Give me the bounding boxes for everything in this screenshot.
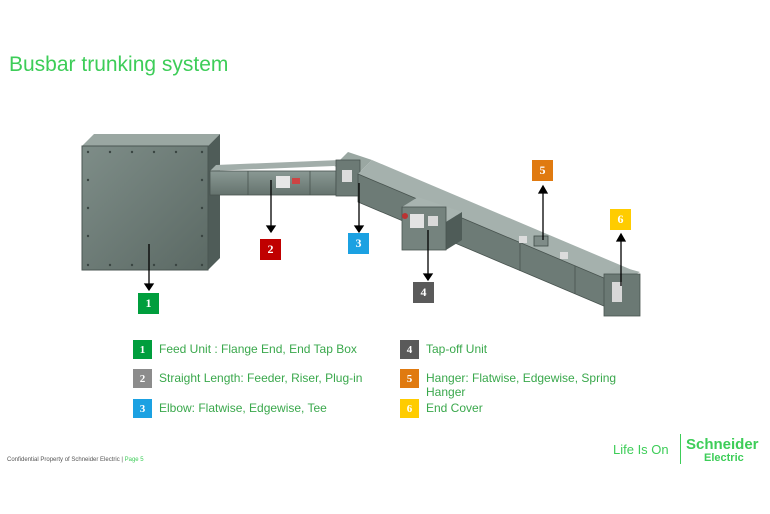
legend-1-label: Feed Unit : Flange End, End Tap Box — [159, 342, 357, 356]
feed-unit — [81, 134, 220, 271]
callout-4-badge: 4 — [413, 282, 434, 303]
life-is-on-tagline: Life Is On — [613, 442, 669, 457]
legend-4-swatch: 4 — [400, 340, 419, 359]
legend-item-4: 4 Tap-off Unit — [400, 340, 640, 359]
legend-item-2: 2 Straight Length: Feeder, Riser, Plug-i… — [133, 369, 383, 388]
callout-3-badge: 3 — [348, 233, 369, 254]
legend-1-swatch: 1 — [133, 340, 152, 359]
legend-item-6: 6 End Cover — [400, 399, 640, 418]
legend-3-label: Elbow: Flatwise, Edgewise, Tee — [159, 401, 327, 415]
callout-6-badge: 6 — [610, 209, 631, 230]
legend-4-label: Tap-off Unit — [426, 342, 488, 356]
legend-5-swatch: 5 — [400, 369, 419, 388]
callout-5-badge: 5 — [532, 160, 553, 181]
slide-title: Busbar trunking system — [9, 53, 229, 76]
legend-2-swatch: 2 — [133, 369, 152, 388]
legend-2-label: Straight Length: Feeder, Riser, Plug-in — [159, 371, 363, 385]
legend-5-label: Hanger: Flatwise, Edgewise, Spring Hange… — [426, 371, 617, 399]
legend-item-3: 3 Elbow: Flatwise, Edgewise, Tee — [133, 399, 383, 418]
confidential-text: Confidential Property of Schneider Elect… — [7, 457, 125, 463]
straight-length-1 — [209, 160, 340, 196]
elbow — [334, 152, 372, 197]
callout-2-badge: 2 — [260, 239, 281, 260]
tap-off-unit — [401, 197, 462, 251]
brand-sub: Electric — [704, 452, 744, 464]
end-cover — [603, 266, 641, 317]
legend-item-5: 5 Hanger: Flatwise, Edgewise, Spring Han… — [400, 369, 640, 399]
callout-1-badge: 1 — [138, 293, 159, 314]
schneider-logo-icon: Schneider Electric — [686, 436, 759, 464]
legend-6-label: End Cover — [426, 401, 483, 415]
footer-note: Confidential Property of Schneider Elect… — [7, 457, 144, 463]
brand-divider — [680, 434, 681, 464]
legend-6-swatch: 6 — [400, 399, 419, 418]
straight-length-2 — [357, 160, 632, 313]
legend-3-swatch: 3 — [133, 399, 152, 418]
page-number: Page 5 — [124, 457, 144, 463]
hanger — [533, 235, 549, 247]
legend-item-1: 1 Feed Unit : Flange End, End Tap Box — [133, 340, 383, 359]
brand-name: Schneider — [686, 436, 759, 453]
